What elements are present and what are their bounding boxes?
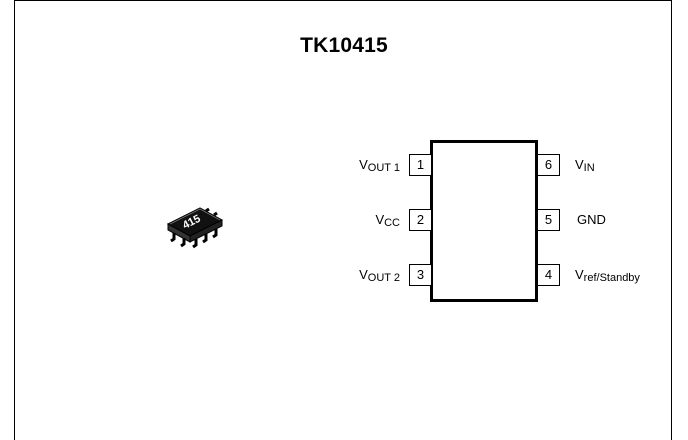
pin-3-prefix: V [359,267,368,282]
pin-1-label: VOUT 1 [310,157,400,174]
pin-1-box: 1 [409,154,432,176]
pin-6-number: 6 [544,157,553,172]
pin-2-number: 2 [416,212,425,227]
package-illustration: 415 [160,200,230,255]
pin-2-box: 2 [409,209,432,231]
pin-2-name: CC [384,217,400,229]
pin-5-box: 5 [537,209,560,231]
pin-3-name: OUT 2 [367,272,400,284]
pin-6-prefix: V [575,157,584,172]
pin-4-number: 4 [544,267,553,282]
pin-2-prefix: V [375,212,385,227]
diagram-frame [14,0,672,440]
pin-6-label: VIN [575,157,595,174]
pin-4-name: ref/Standby [583,272,640,284]
pin-1-number: 1 [416,157,425,172]
pin-3-box: 3 [409,264,432,286]
pin-5-name: GND [577,212,606,227]
pin-3-number: 3 [416,267,425,282]
sot-package-icon: 415 [166,207,224,249]
pin-5-number: 5 [544,212,553,227]
pin-1-name: OUT 1 [367,162,400,174]
pin-2-label: VCC [310,212,400,229]
pin-4-box: 4 [537,264,560,286]
pin-4-label: Vref/Standby [575,267,640,284]
pin-6-name: IN [583,162,595,174]
pin-6-box: 6 [537,154,560,176]
pin-5-label: GND [577,212,606,228]
pin-4-prefix: V [575,267,584,282]
diagram-title: TK10415 [300,34,388,57]
ic-body [430,140,538,302]
pin-1-prefix: V [359,157,368,172]
pin-3-label: VOUT 2 [310,267,400,284]
